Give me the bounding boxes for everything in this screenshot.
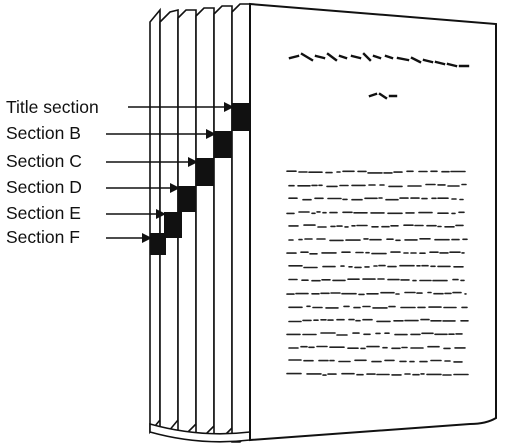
illegible-page-heading — [288, 52, 470, 100]
arrow-head-section-f — [142, 233, 152, 243]
text-line — [286, 372, 469, 376]
page-edge-c — [195, 7, 215, 437]
label-section-f: Section F — [6, 227, 80, 247]
tab-section-c — [196, 158, 214, 186]
arrow-head-section-d — [170, 183, 180, 193]
label-title-section: Title section — [6, 97, 99, 117]
text-line — [288, 345, 466, 350]
tab-title-section — [232, 103, 250, 131]
text-line — [286, 211, 465, 215]
arrow-head-section-b — [206, 129, 216, 139]
text-line — [288, 305, 468, 309]
text-line — [288, 278, 465, 282]
label-section-b: Section B — [6, 123, 81, 143]
text-line — [286, 291, 467, 296]
label-section-e: Section E — [6, 203, 81, 223]
tab-section-d — [178, 186, 196, 212]
text-line — [286, 332, 463, 336]
text-line — [288, 238, 468, 242]
arrow-head-section-c — [188, 157, 198, 167]
tab-section-e — [164, 212, 182, 238]
text-line — [288, 359, 463, 363]
page-edge-b — [213, 5, 233, 439]
text-line — [288, 264, 464, 269]
section-labels: Title section Section B Section C Sectio… — [6, 97, 99, 247]
tab-section-b — [214, 131, 232, 158]
page-edge-title — [231, 3, 251, 443]
tab-section-f — [150, 233, 166, 255]
text-line — [288, 197, 464, 201]
text-line — [288, 183, 467, 188]
text-line — [288, 224, 464, 228]
arrow-head-title-section — [224, 102, 234, 112]
pointer-arrows — [106, 102, 234, 243]
front-page — [249, 2, 497, 442]
label-section-c: Section C — [6, 151, 82, 171]
text-line — [288, 318, 469, 323]
section-tabs — [150, 103, 250, 255]
text-line — [286, 251, 465, 255]
page-edge-f — [149, 7, 161, 435]
label-section-d: Section D — [6, 177, 82, 197]
arrow-head-section-e — [156, 209, 166, 219]
illegible-body-text — [286, 170, 469, 376]
text-line — [286, 170, 466, 174]
